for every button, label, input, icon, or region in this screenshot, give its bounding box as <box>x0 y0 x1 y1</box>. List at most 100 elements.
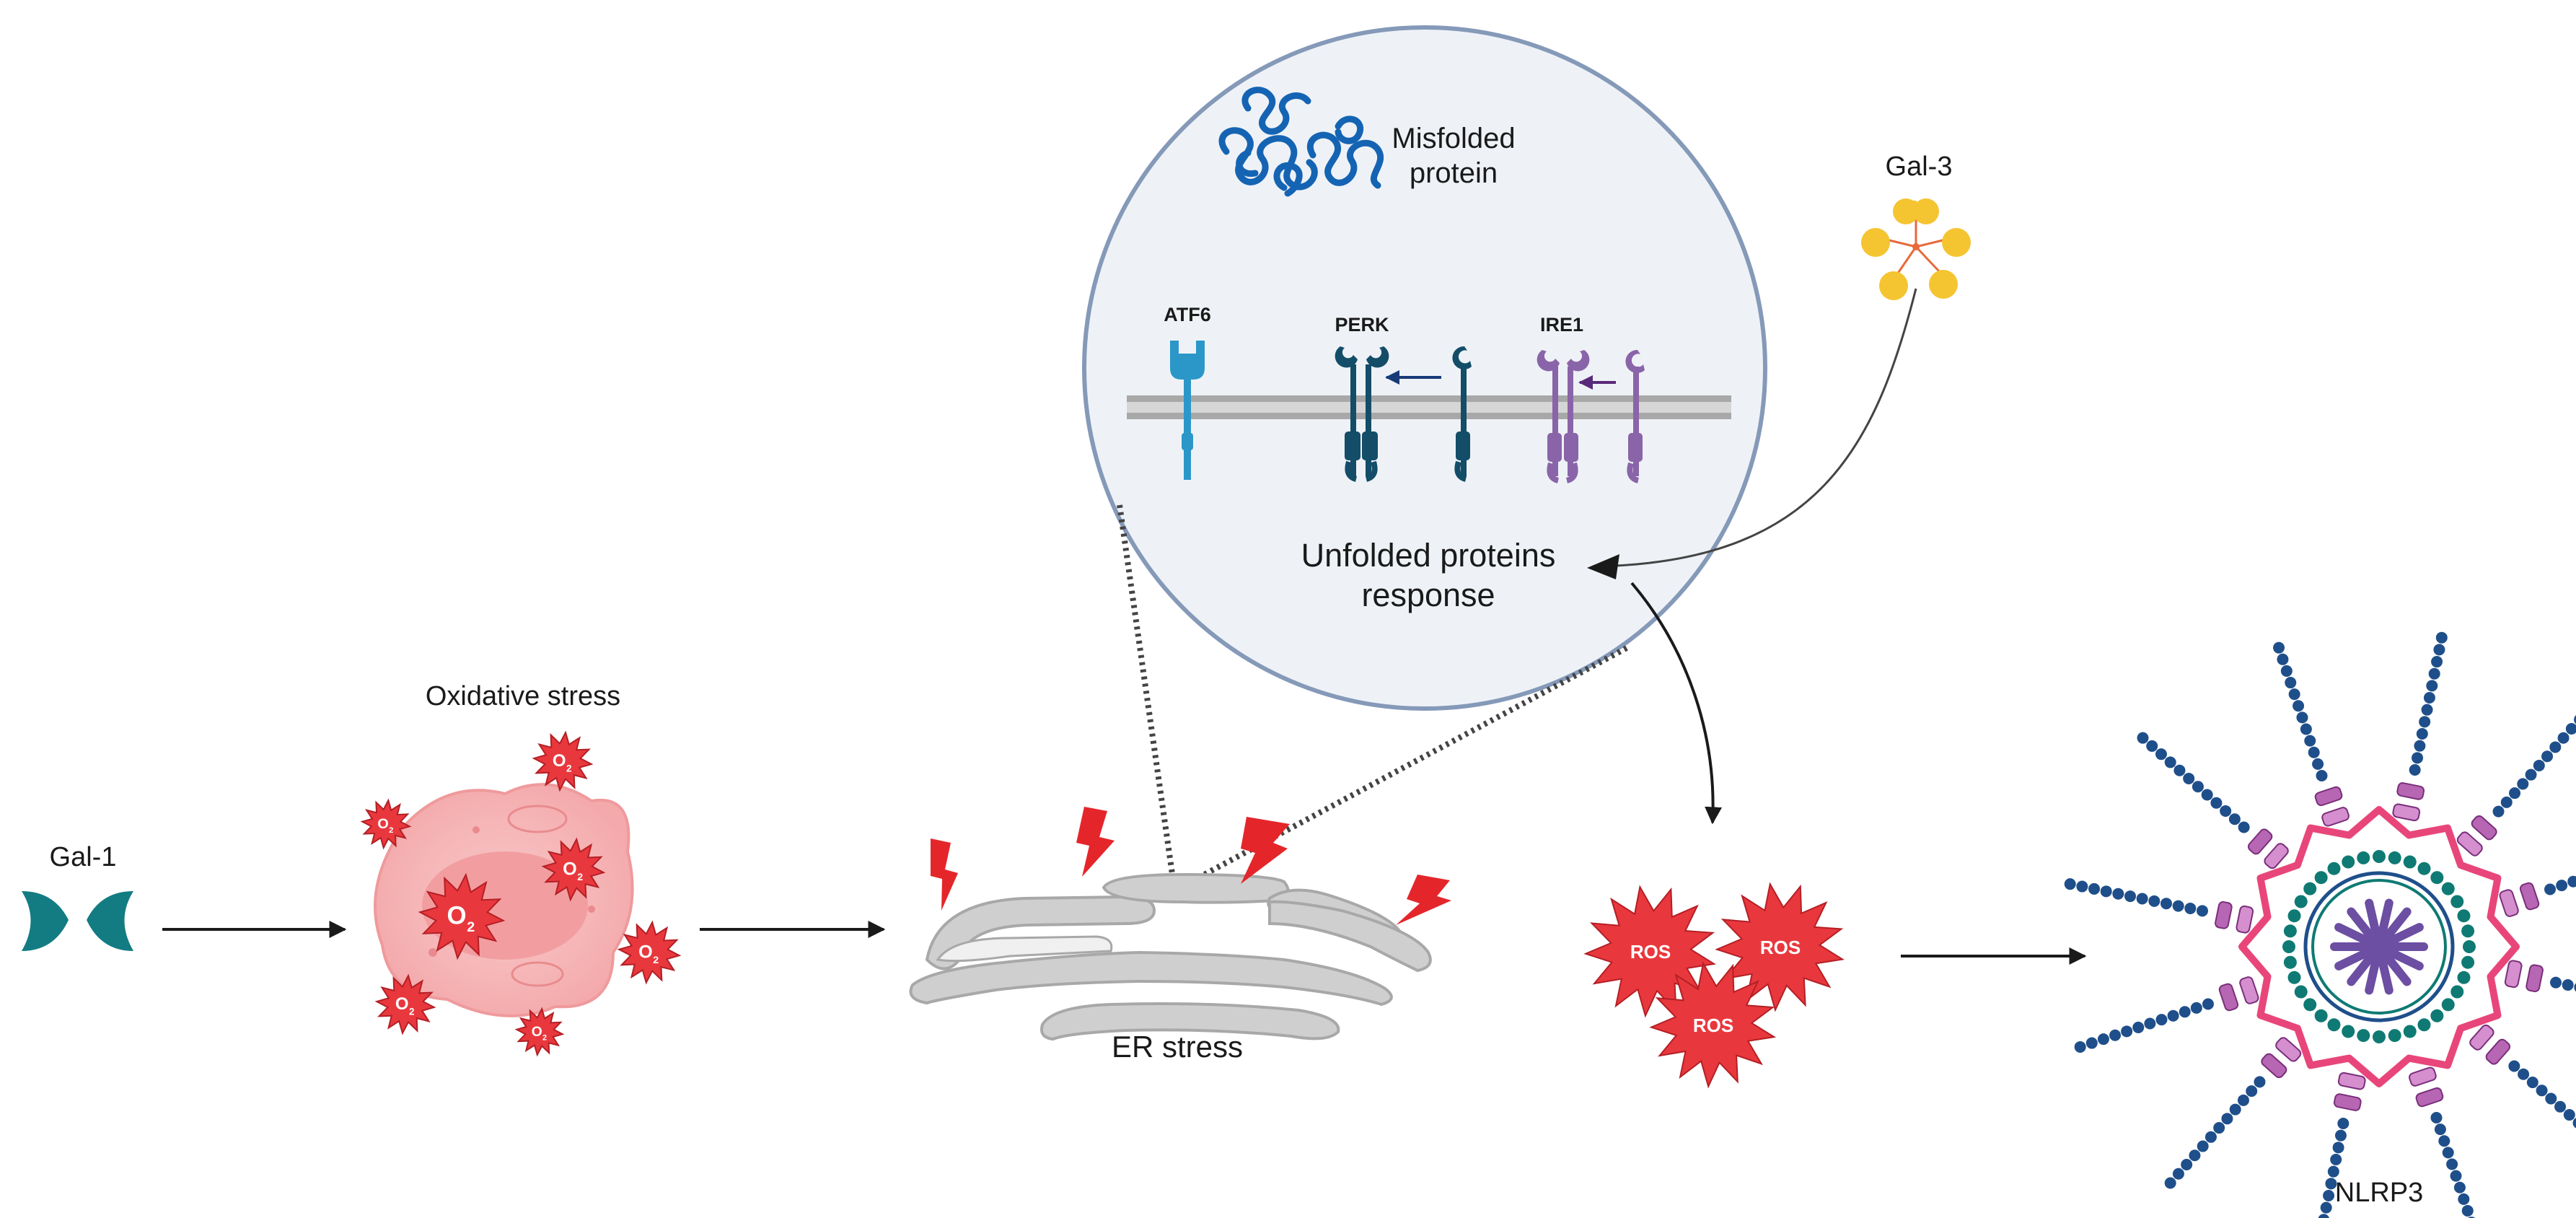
nlrp3-teal-bead <box>2373 850 2386 863</box>
nlrp3-teal-bead <box>2283 924 2297 938</box>
nlrp3-spoke <box>2469 1024 2576 1129</box>
nlrp3-teal-bead <box>2373 1030 2386 1043</box>
ros-icon: ROS <box>1649 961 1777 1089</box>
gal3-icon: Gal-3 <box>1861 152 1971 300</box>
ros-icon: ROS <box>1715 882 1845 1012</box>
nlrp3-spoke <box>2456 715 2576 856</box>
perk-monomer <box>1452 346 1472 482</box>
o2-text: O <box>638 942 653 963</box>
nlrp3-teal-bead <box>2282 940 2295 953</box>
misfolded-protein-label-line1: Misfolded <box>1392 123 1515 154</box>
nlrp3-teal-bead <box>2457 971 2471 984</box>
o2-text: O <box>553 751 566 771</box>
nlrp3-teal-bead <box>2417 1018 2431 1032</box>
nlrp3-teal-bead <box>2441 998 2455 1012</box>
o2-subscript: 2 <box>467 919 475 935</box>
nlrp3-inflammasome <box>2064 631 2576 1218</box>
o2-subscript: 2 <box>542 1034 547 1043</box>
lightning-icon <box>1076 807 1115 877</box>
nlrp3-teal-bead <box>2303 882 2317 895</box>
o2-text: O <box>532 1025 542 1040</box>
upr-label-line2: response <box>1361 577 1495 613</box>
o2-subscript: 2 <box>389 826 393 835</box>
o2-text: O <box>395 994 409 1014</box>
nlrp3-teal-bead <box>2430 871 2444 885</box>
nlrp3-teal-bead <box>2461 924 2475 938</box>
nlrp3-spoke <box>2137 732 2289 869</box>
nlrp3-spoke <box>2499 875 2576 917</box>
oxidative-stress-label: Oxidative stress <box>426 681 620 711</box>
ire1-dimer: IRE1 <box>1537 314 1616 483</box>
ros-text: ROS <box>1630 941 1671 963</box>
nlrp3-spoke <box>2164 1037 2302 1189</box>
nlrp3-teal-bead <box>2357 1029 2370 1043</box>
nlrp3-spoke <box>2504 960 2576 993</box>
endoplasmic-reticulum-icon <box>909 872 1432 1041</box>
nlrp3-teal-bead <box>2287 909 2301 923</box>
upr-label-line1: Unfolded proteins <box>1301 537 1556 574</box>
nlrp3-teal-bead <box>2457 909 2471 923</box>
nlrp3-teal-bead <box>2303 998 2317 1012</box>
atf6-receptor: ATF6 <box>1164 304 1211 480</box>
nlrp3-teal-bead <box>2403 1025 2417 1038</box>
er-stress-lightning-bolts <box>931 807 1451 925</box>
perk-dimer: PERK <box>1335 314 1441 482</box>
ros-cluster: ROS ROS ROS <box>1583 882 1845 1089</box>
nlrp3-teal-bead <box>2417 862 2431 875</box>
nlrp3-teal-bead <box>2327 862 2341 875</box>
lightning-icon <box>1396 875 1451 925</box>
nlrp3-spoke <box>2409 1066 2476 1218</box>
misfolded-protein-icon <box>1218 87 1384 197</box>
lightning-icon <box>931 838 958 911</box>
nlrp3-spoke <box>2273 641 2349 827</box>
nlrp3-teal-bead <box>2342 1025 2355 1038</box>
ros-text: ROS <box>1693 1015 1733 1036</box>
nlrp3-teal-bead <box>2327 1018 2341 1032</box>
nlrp3-teal-bead <box>2283 955 2297 969</box>
nlrp3-teal-bead <box>2357 851 2370 864</box>
o2-text: O <box>377 816 388 832</box>
nlrp3-teal-bead <box>2388 1029 2401 1043</box>
gal3-label: Gal-3 <box>1886 152 1953 182</box>
nlrp3-teal-bead <box>2294 895 2308 908</box>
ire1-label: IRE1 <box>1540 314 1583 336</box>
gal1-icon: Gal-1 <box>22 842 133 951</box>
zoom-lines <box>1117 504 1628 892</box>
o2-text: O <box>563 859 577 880</box>
nlrp3-ring <box>2238 806 2520 1087</box>
nlrp3-teal-bead <box>2450 895 2464 908</box>
nlrp3-teal-bead <box>2450 985 2464 999</box>
nlrp3-teal-bead <box>2403 855 2417 869</box>
nlrp3-teal-bead <box>2430 1009 2444 1022</box>
nlrp3-label: NLRP3 <box>2335 1178 2424 1208</box>
nlrp3-teal-bead <box>2388 851 2401 864</box>
nlrp3-core <box>2365 932 2393 961</box>
nlrp3-spoke <box>2074 976 2259 1053</box>
gal3-arrowhead <box>1587 554 1619 579</box>
nlrp3-spoke <box>2392 631 2448 822</box>
lightning-icon <box>1241 817 1290 884</box>
o2-text: O <box>447 901 467 929</box>
er-membrane <box>1127 395 1731 419</box>
er-stress-label: ER stress <box>1112 1030 1243 1064</box>
nlrp3-teal-bead <box>2463 940 2476 953</box>
o2-subscript: 2 <box>653 955 659 966</box>
nlrp3-teal-bead <box>2342 855 2355 869</box>
o2-subscript: 2 <box>577 872 583 883</box>
nlrp3-teal-bead <box>2314 871 2328 885</box>
upr-magnified-circle <box>1082 25 1767 711</box>
o2-subscript: 2 <box>409 1006 415 1017</box>
o2-subscript: 2 <box>566 763 572 774</box>
upr-to-ros-arrow <box>1630 582 1723 825</box>
nlrp3-teal-bead <box>2441 882 2455 895</box>
stressed-cell <box>374 783 634 1017</box>
perk-label: PERK <box>1335 314 1389 336</box>
